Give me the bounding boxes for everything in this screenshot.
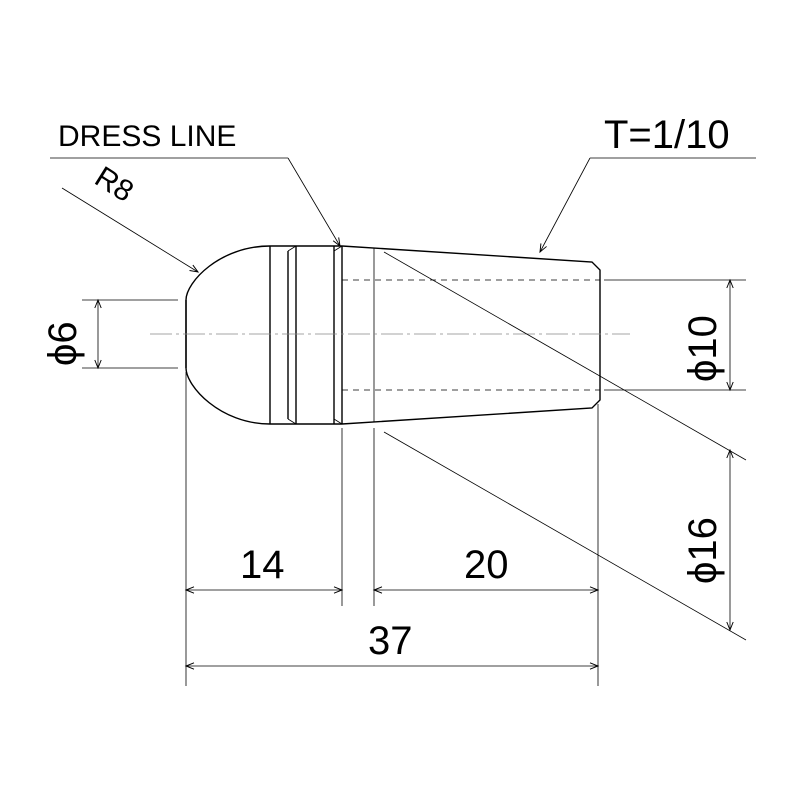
part-body — [150, 245, 630, 425]
annotations: DRESS LINE T=1/10 R8 — [50, 113, 756, 273]
dia16-ext-bottom — [383, 431, 747, 641]
dress-line-label: DRESS LINE — [58, 120, 236, 153]
dimensions: ϕ6 ϕ10 ϕ16 14 20 37 — [41, 251, 747, 686]
len14-label: 14 — [240, 543, 285, 587]
dia16-ext-top — [383, 251, 747, 461]
radius-label: R8 — [89, 160, 139, 208]
radius-leader — [61, 187, 200, 273]
groove-notch — [287, 245, 297, 425]
dia6-label: ϕ6 — [41, 321, 85, 366]
len20-label: 20 — [464, 543, 509, 587]
groove-notch-2 — [333, 245, 343, 425]
len37-label: 37 — [368, 619, 413, 663]
dia10-label: ϕ10 — [681, 315, 725, 382]
dress-line-leader — [287, 157, 341, 248]
taper-label: T=1/10 — [604, 113, 730, 157]
dia16-label: ϕ16 — [681, 517, 725, 584]
taper-leader — [539, 157, 591, 254]
tapered-shank — [341, 245, 601, 425]
nose-dome — [185, 245, 271, 425]
